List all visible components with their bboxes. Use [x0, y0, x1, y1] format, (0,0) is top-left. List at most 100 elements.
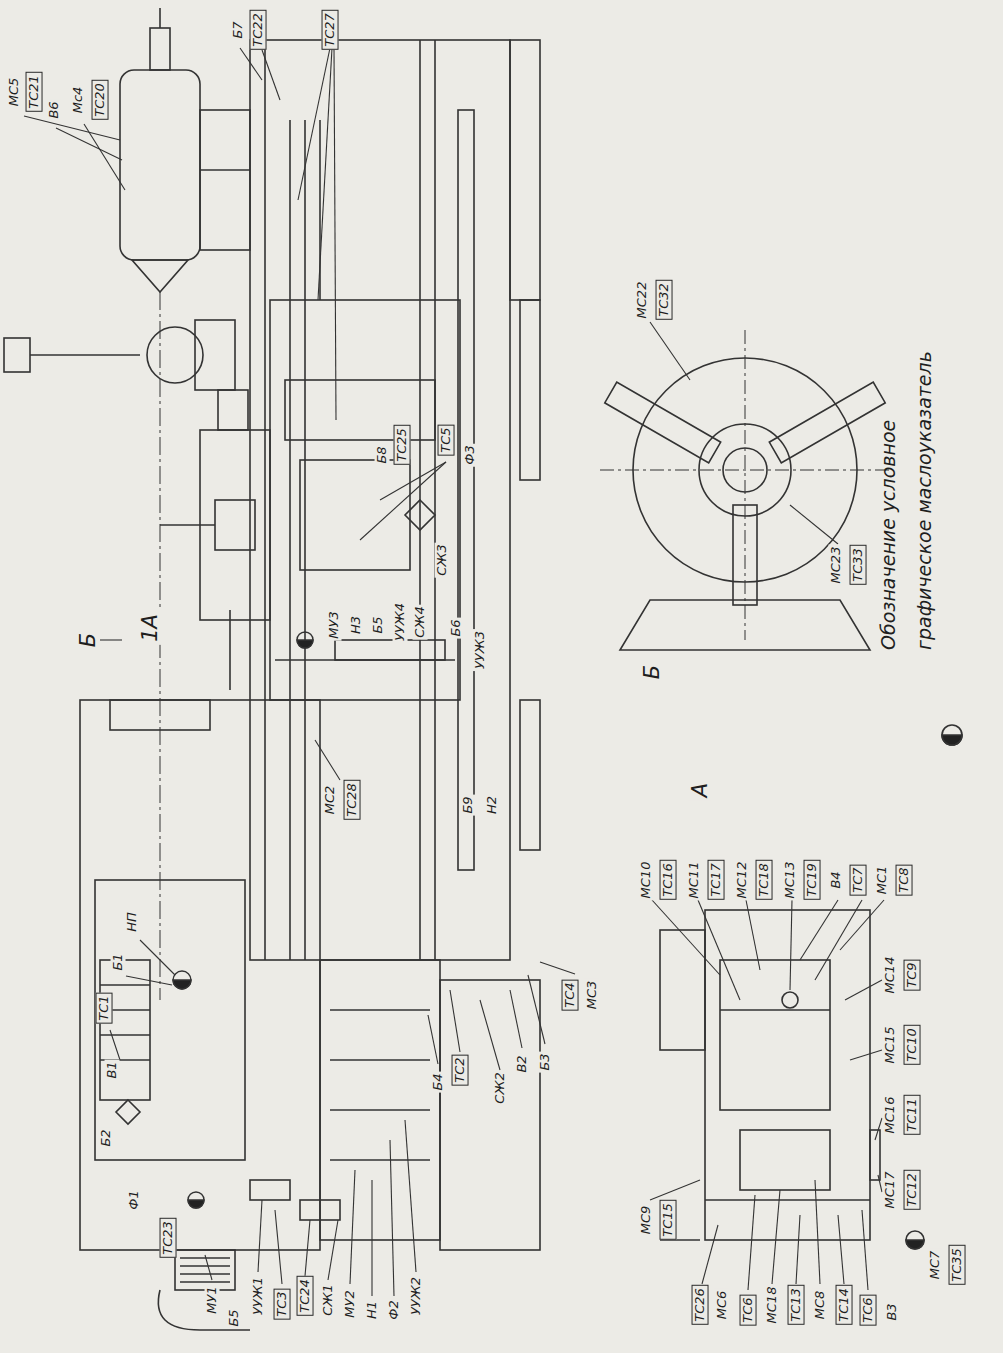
callout-label: МС9 — [639, 1204, 654, 1237]
callout-label: МС11 — [687, 860, 702, 901]
callout-label: ТС20 — [92, 80, 109, 120]
callout-label: В2 — [515, 1053, 530, 1074]
callout-label: ТС33 — [850, 545, 867, 585]
callout-label: МС16 — [883, 1095, 898, 1136]
callout-label: ТС11 — [904, 1095, 921, 1135]
callout-label: Б8 — [375, 444, 390, 465]
callout-label: ТС5 — [438, 424, 455, 455]
callout-label: УУЖ1 — [251, 1275, 266, 1317]
callout-label: Б2 — [99, 1127, 114, 1148]
callout-label: Б6 — [449, 617, 464, 638]
callout-label: ТС21 — [26, 72, 43, 112]
callout-label: ТС25 — [394, 425, 411, 465]
callout-label: ТС19 — [804, 860, 821, 900]
callout-label: СЖ3 — [435, 542, 450, 577]
steady-rest — [4, 320, 235, 390]
callout-label: Б1 — [111, 951, 126, 972]
callout-label: В4 — [829, 869, 844, 890]
callout-label: МС8 — [813, 1289, 828, 1322]
callout-label: МС15 — [883, 1025, 898, 1066]
callout-label: Б9 — [461, 794, 476, 815]
callout-label: ТС3 — [274, 1288, 291, 1319]
callout-label: ТС22 — [250, 10, 267, 50]
axis-line — [160, 292, 161, 1000]
callout-label: ТС6 — [860, 1294, 877, 1325]
callout-label: ТС17 — [708, 860, 725, 900]
leader-lines — [24, 48, 884, 1296]
callout-label: МУ3 — [327, 609, 342, 640]
callout-label: В6 — [47, 99, 62, 120]
callout-label: ТС12 — [904, 1170, 921, 1210]
callout-label: ТС18 — [756, 860, 773, 900]
callout-label: ТС27 — [322, 10, 339, 50]
lathe-bed — [250, 40, 540, 1250]
callout-label: МУ2 — [343, 1288, 358, 1319]
callout-label: ТС14 — [836, 1285, 853, 1325]
callout-label: УУЖ3 — [473, 629, 488, 671]
callout-label: ТС7 — [850, 864, 867, 895]
callout-label: ТС15 — [660, 1200, 677, 1240]
callout-label: Ф1 — [127, 1188, 142, 1211]
callout-label: МС12 — [735, 860, 750, 901]
callout-label: ТС35 — [949, 1245, 966, 1285]
callout-label: МС2 — [323, 784, 338, 817]
callout-label: МС10 — [639, 860, 654, 901]
chuck-view — [600, 330, 890, 650]
callout-label: Н1 — [365, 1299, 380, 1321]
callout-label: Б7 — [231, 19, 246, 40]
callout-label: МС22 — [635, 280, 650, 321]
callout-label: ТС28 — [344, 780, 361, 820]
callout-label: МС23 — [829, 545, 844, 586]
callout-label: ТС32 — [656, 280, 673, 320]
callout-label: А — [688, 780, 712, 800]
callout-label: МС18 — [765, 1285, 780, 1326]
callout-label: Н2 — [485, 794, 500, 816]
callout-label: Мс4 — [71, 85, 86, 116]
callout-label: МУ1 — [205, 1284, 220, 1315]
callout-label: Б — [640, 662, 664, 682]
callout-label: В3 — [885, 1301, 900, 1322]
oil-level-symbol — [942, 725, 962, 745]
callout-label: УУЖ4 — [393, 601, 408, 643]
callout-label: Б5 — [227, 1307, 242, 1328]
callout-label: ТС1 — [96, 992, 113, 1023]
callout-label: МС14 — [883, 955, 898, 996]
headstock — [80, 700, 440, 1330]
callout-label: ТС10 — [904, 1025, 921, 1065]
legend-note: Обозначение условное графическое маслоук… — [870, 290, 942, 650]
callout-label: ТС26 — [692, 1285, 709, 1325]
callout-label: ТС24 — [297, 1276, 314, 1316]
callout-label: ТС16 — [660, 860, 677, 900]
callout-label: Б5 — [371, 614, 386, 635]
callout-label: УУЖ2 — [409, 1275, 424, 1317]
carriage — [160, 300, 460, 700]
callout-label: ТС8 — [896, 864, 913, 895]
callout-label: СЖ2 — [493, 1070, 508, 1105]
callout-label: Н3 — [349, 614, 364, 636]
callout-label: 1А — [138, 611, 162, 645]
callout-label: МС6 — [715, 1289, 730, 1322]
callout-label: МС7 — [928, 1249, 943, 1282]
callout-label: МС17 — [883, 1170, 898, 1211]
callout-label: Ф2 — [387, 1298, 402, 1321]
callout-label: ТС2 — [452, 1054, 469, 1085]
callout-label: ТС13 — [788, 1285, 805, 1325]
callout-label: Б3 — [538, 1051, 553, 1072]
callout-label: ТС4 — [562, 979, 579, 1010]
oil-level-indicators — [173, 632, 313, 1208]
callout-label: ТС6 — [740, 1294, 757, 1325]
callout-label: Б — [76, 630, 100, 650]
callout-label: ТС9 — [904, 959, 921, 990]
apron-view — [660, 910, 924, 1249]
callout-label: Ф3 — [463, 443, 478, 466]
callout-label: МС13 — [783, 860, 798, 901]
callout-label: Б4 — [431, 1071, 446, 1092]
callout-label: МС1 — [875, 864, 890, 897]
callout-label: СЖ4 — [413, 604, 428, 639]
tailstock — [120, 8, 250, 292]
callout-label: НП — [125, 910, 140, 934]
callout-label: ТС23 — [160, 1218, 177, 1258]
callout-label: МС3 — [585, 979, 600, 1012]
callout-label: МС5 — [7, 76, 22, 109]
